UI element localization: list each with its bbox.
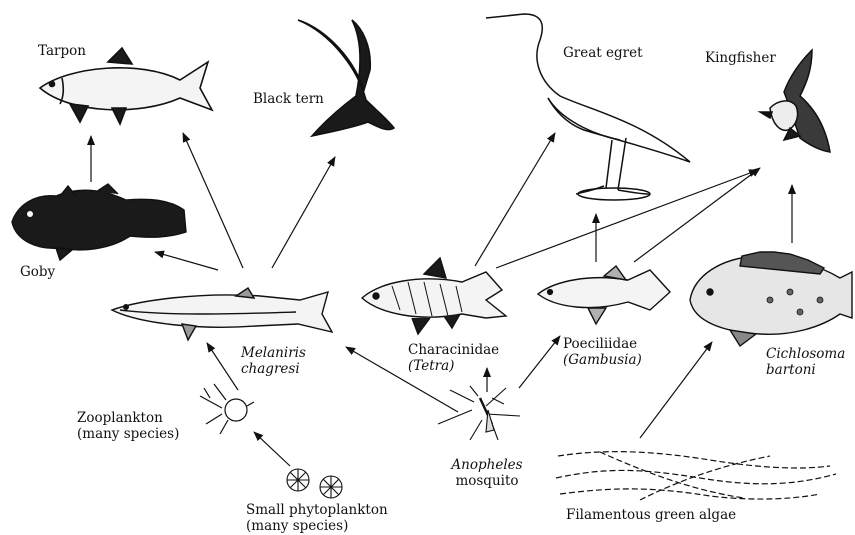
- label-characinidae-line2: (Tetra): [408, 358, 499, 374]
- arrow-melaniris-to-tarpon: [183, 133, 243, 268]
- arrow-characinidae-to-egret: [475, 133, 555, 266]
- characinidae-illustration: [362, 258, 506, 334]
- arrow-melaniris-to-goby: [155, 252, 218, 270]
- great-egret-illustration: [486, 14, 690, 200]
- label-great-egret: Great egret: [563, 45, 643, 61]
- melaniris-illustration: [112, 288, 332, 340]
- label-characinidae: Characinidae (Tetra): [408, 342, 499, 374]
- label-zooplankton-line2: (many species): [77, 426, 179, 442]
- label-zooplankton: Zooplankton (many species): [77, 410, 179, 442]
- arrow-melaniris-to-black-tern: [272, 157, 335, 268]
- arrow-mosquito-to-poeciliidae: [519, 336, 560, 388]
- label-phytoplankton-line1: Small phytoplankton: [246, 502, 388, 518]
- poeciliidae-illustration: [538, 266, 670, 324]
- arrow-phyto-to-zooplankton: [254, 432, 290, 466]
- label-melaniris-line1: Melaniris: [241, 345, 306, 361]
- label-small-phytoplankton: Small phytoplankton (many species): [246, 502, 388, 534]
- cichlosoma-illustration: [690, 252, 852, 346]
- label-anopheles-line2: mosquito: [437, 473, 537, 489]
- arrow-characinidae-to-kingfisher: [496, 170, 758, 268]
- black-tern-illustration: [298, 20, 394, 136]
- label-zooplankton-line1: Zooplankton: [77, 410, 179, 426]
- label-filamentous-green-algae: Filamentous green algae: [566, 507, 736, 523]
- mosquito-illustration: [438, 386, 520, 440]
- label-cichlosoma-line1: Cichlosoma: [766, 346, 845, 362]
- label-anopheles-line1: Anopheles: [437, 457, 537, 473]
- phytoplankton-illustration: [287, 469, 342, 498]
- arrow-algae-to-cichlosoma: [640, 342, 712, 438]
- tarpon-illustration: [40, 48, 212, 124]
- label-black-tern: Black tern: [253, 91, 324, 107]
- label-kingfisher: Kingfisher: [705, 50, 776, 66]
- arrow-poeciliidae-to-kingfisher: [634, 168, 760, 262]
- label-characinidae-line1: Characinidae: [408, 342, 499, 358]
- label-tarpon: Tarpon: [38, 43, 86, 59]
- label-phytoplankton-line2: (many species): [246, 518, 388, 534]
- label-poeciliidae-line2: (Gambusia): [563, 352, 642, 368]
- zooplankton-illustration: [200, 384, 254, 434]
- arrow-zooplankton-to-melaniris: [207, 343, 238, 390]
- label-goby: Goby: [20, 264, 55, 280]
- algae-illustration: [556, 452, 836, 500]
- label-poeciliidae: Poeciliidae (Gambusia): [563, 336, 642, 368]
- label-anopheles-mosquito: Anopheles mosquito: [437, 457, 537, 489]
- label-cichlosoma-line2: bartoni: [766, 362, 845, 378]
- label-melaniris-line2: chagresi: [241, 361, 306, 377]
- label-cichlosoma-bartoni: Cichlosoma bartoni: [766, 346, 845, 378]
- goby-illustration: [12, 184, 186, 260]
- label-poeciliidae-line1: Poeciliidae: [563, 336, 642, 352]
- label-melaniris-chagresi: Melaniris chagresi: [241, 345, 306, 377]
